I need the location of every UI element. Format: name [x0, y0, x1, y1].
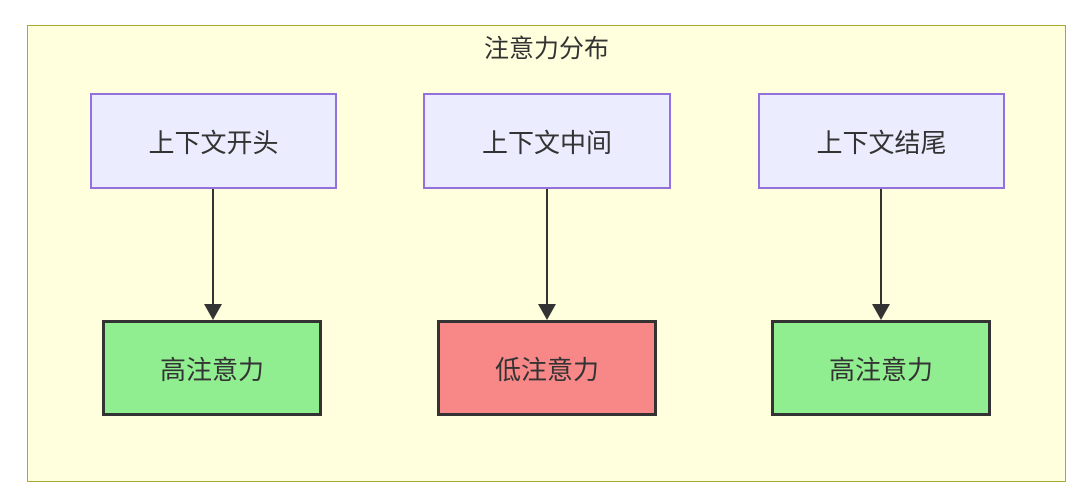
node-context-end-label: 上下文结尾 — [816, 127, 947, 158]
node-context-middle: 上下文中间 — [423, 93, 671, 189]
arrow-end-to-high — [872, 189, 890, 320]
arrow-start-to-high — [204, 189, 222, 320]
node-context-end: 上下文结尾 — [758, 93, 1005, 189]
node-attention-end-label: 高注意力 — [828, 354, 933, 385]
node-context-middle-label: 上下文中间 — [481, 127, 612, 158]
node-attention-end: 高注意力 — [771, 320, 991, 416]
arrow-middle-to-low — [538, 189, 556, 320]
node-attention-middle: 低注意力 — [437, 320, 657, 416]
cluster-title: 注意力分布 — [483, 35, 609, 63]
node-attention-middle-label: 低注意力 — [494, 354, 599, 385]
node-context-start: 上下文开头 — [90, 93, 337, 189]
node-attention-start: 高注意力 — [102, 320, 322, 416]
node-context-start-label: 上下文开头 — [148, 127, 279, 158]
node-attention-start-label: 高注意力 — [159, 354, 264, 385]
